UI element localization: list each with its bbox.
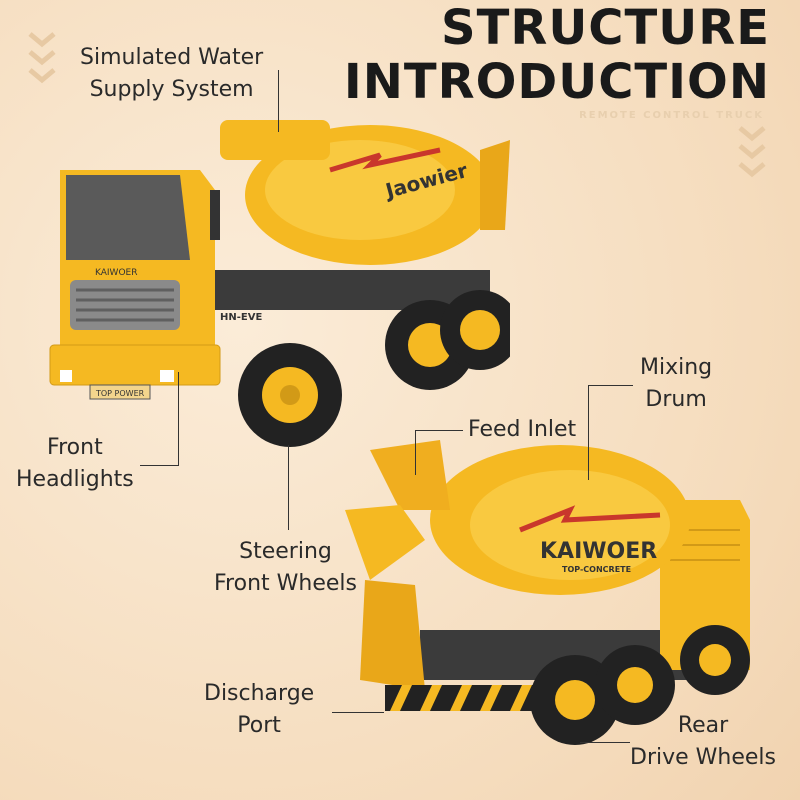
label-line: Mixing bbox=[640, 355, 713, 380]
chevron-down-icon bbox=[28, 32, 56, 84]
chevron-down-icon bbox=[738, 126, 766, 178]
page-title-line2: INTRODUCTION bbox=[343, 54, 770, 110]
leader-line bbox=[415, 430, 416, 475]
label-line: Port bbox=[237, 713, 281, 738]
leader-line bbox=[588, 385, 633, 386]
label-line: Drum bbox=[645, 387, 707, 412]
label-mixing-drum: Mixing Drum bbox=[640, 352, 712, 416]
truck-front-view-image: Jaowier KAIWOER HN-EVE TOP POWER bbox=[49, 120, 510, 447]
label-line: Steering bbox=[239, 539, 332, 564]
label-rear-drive-wheels: Rear Drive Wheels bbox=[630, 710, 776, 774]
label-feed-inlet: Feed Inlet bbox=[468, 417, 577, 442]
label-line: Simulated Water bbox=[80, 45, 264, 70]
leader-line bbox=[332, 712, 384, 713]
leader-line bbox=[178, 372, 179, 466]
truck-rear-view-image: KAIWOER TOP-CONCRETE bbox=[345, 440, 750, 745]
leader-line bbox=[580, 742, 630, 743]
leader-line bbox=[140, 465, 178, 466]
label-line: Front bbox=[47, 435, 103, 460]
leader-line bbox=[278, 70, 279, 132]
label-discharge-port: Discharge Port bbox=[204, 678, 314, 742]
label-steering-front-wheels: Steering Front Wheels bbox=[214, 536, 357, 600]
label-water-supply: Simulated Water Supply System bbox=[80, 42, 263, 106]
label-line: Drive Wheels bbox=[630, 745, 776, 770]
cab-brand-text: KAIWOER bbox=[95, 268, 137, 278]
leader-line bbox=[288, 445, 289, 530]
label-line: Rear bbox=[677, 713, 729, 738]
label-line: Discharge bbox=[204, 681, 315, 706]
plate-text: HN-EVE bbox=[220, 312, 262, 323]
leader-line bbox=[415, 430, 463, 431]
drum-brand-rear-text: KAIWOER bbox=[540, 539, 657, 564]
page-title-line1: STRUCTURE bbox=[441, 0, 770, 56]
label-line: Front Wheels bbox=[214, 571, 357, 596]
label-line: Supply System bbox=[89, 77, 254, 102]
label-line: Headlights bbox=[16, 467, 134, 492]
page-subtitle: REMOTE CONTROL TRUCK bbox=[579, 110, 764, 121]
label-front-headlights: Front Headlights bbox=[16, 432, 134, 496]
drum-slogan-text: TOP-CONCRETE bbox=[562, 565, 631, 574]
bumper-text: TOP POWER bbox=[95, 389, 145, 398]
leader-line bbox=[588, 385, 589, 480]
